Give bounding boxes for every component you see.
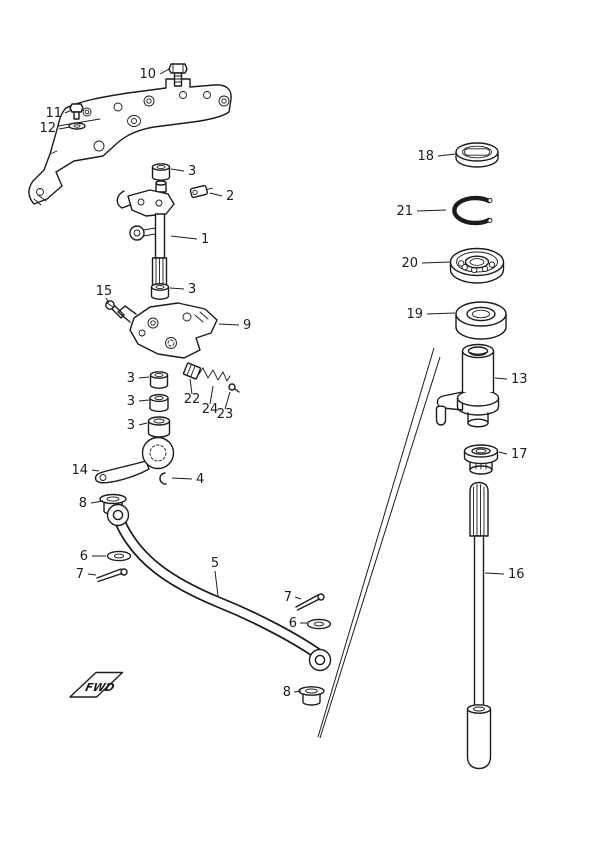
connecting-link-rod (106, 503, 332, 672)
part-label: 3 (127, 394, 135, 409)
callout-3a: 3 (170, 164, 196, 179)
part-label: 11 (45, 106, 62, 121)
callout-21: 21 (396, 204, 447, 219)
washer-icon (68, 122, 86, 130)
callout-20: 20 (401, 256, 451, 271)
part-label: 21 (396, 204, 413, 219)
callout-10: 10 (139, 67, 170, 82)
part-label: 19 (406, 307, 423, 322)
plug-part (455, 142, 499, 168)
part-label: 15 (96, 284, 113, 299)
flanged-bushing-part (298, 686, 325, 706)
part-label: 8 (79, 496, 87, 511)
callout-6a: 6 (80, 549, 106, 564)
clutch-shaft-part (466, 481, 492, 770)
flanged-bushing-part (463, 444, 499, 475)
part-label: 7 (284, 590, 292, 605)
bushing-part (151, 163, 171, 181)
callout-17: 17 (498, 447, 528, 462)
callout-12: 12 (39, 121, 71, 136)
part-label: 18 (417, 149, 434, 164)
bolt-icon (168, 63, 188, 87)
bushing-part (149, 371, 169, 389)
callout-9: 9 (218, 318, 251, 333)
screw-part (105, 300, 125, 319)
bushing-part (149, 393, 169, 413)
assembly-axis-line (317, 347, 441, 739)
part-label: 14 (71, 463, 88, 478)
callout-3b: 3 (169, 282, 196, 297)
cam-bracket-plate (117, 302, 218, 359)
part-label: 3 (127, 371, 135, 386)
callout-22: 22 (184, 378, 201, 407)
callout-1: 1 (170, 232, 209, 247)
part-label: 5 (211, 556, 219, 571)
callout-5: 5 (211, 556, 219, 597)
part-label: 24 (202, 402, 219, 417)
callout-3d: 3 (127, 394, 150, 409)
callout-3c: 3 (127, 371, 150, 386)
callout-13: 13 (494, 372, 528, 387)
washer-icon (306, 618, 332, 630)
part-label: 1 (201, 232, 209, 247)
bushing-part (150, 283, 170, 300)
callout-7a: 7 (76, 567, 97, 582)
bearing-part (449, 247, 505, 284)
shift-arm-part (94, 436, 175, 484)
part-label: 20 (401, 256, 418, 271)
part-label: 3 (188, 164, 196, 179)
part-label: 23 (217, 407, 234, 422)
part-label: 16 (508, 567, 525, 582)
clutch-arm-assembly (116, 180, 175, 289)
part-label: 22 (184, 392, 201, 407)
washer-icon (106, 550, 132, 562)
part-label: 6 (80, 549, 88, 564)
part-label: 3 (188, 282, 196, 297)
callout-7b: 7 (284, 590, 302, 605)
part-label: 2 (226, 189, 234, 204)
callout-8a: 8 (79, 496, 104, 511)
part-label: 13 (511, 372, 528, 387)
spring-part (198, 367, 231, 382)
snap-ring-part (452, 195, 493, 226)
clutch-shaft-head-part (435, 343, 500, 428)
callout-18: 18 (417, 149, 456, 164)
part-label: 10 (139, 67, 156, 82)
callout-11: 11 (45, 106, 73, 121)
part-label: 12 (39, 121, 56, 136)
callout-4: 4 (171, 472, 204, 487)
part-label: 7 (76, 567, 84, 582)
callout-3e: 3 (127, 418, 148, 433)
callout-16: 16 (484, 567, 525, 582)
callout-19: 19 (406, 307, 456, 322)
callout-15: 15 (96, 284, 113, 304)
part-label: 6 (289, 616, 297, 631)
callout-14: 14 (71, 463, 100, 478)
callout-2: 2 (209, 189, 234, 204)
fwd-label: FWD (84, 681, 116, 694)
cotter-pin-part (96, 568, 128, 583)
callout-6b: 6 (289, 616, 307, 631)
small-bolt-icon (69, 103, 84, 120)
callout-8b: 8 (283, 685, 302, 700)
oil-seal-part (455, 301, 507, 340)
cotter-pin-part (295, 593, 325, 611)
part-label: 8 (283, 685, 291, 700)
part-label: 4 (196, 472, 204, 487)
part-label: 17 (511, 447, 528, 462)
callout-23: 23 (217, 391, 234, 422)
pin-part (228, 383, 240, 393)
part-label: 9 (243, 318, 251, 333)
fwd-direction-marker: FWD (69, 671, 124, 698)
bushing-part (147, 416, 171, 438)
clamp-part (189, 184, 213, 199)
part-label: 3 (127, 418, 135, 433)
roller-part (182, 362, 202, 380)
clip-part (159, 472, 167, 485)
callout-24: 24 (202, 385, 219, 417)
